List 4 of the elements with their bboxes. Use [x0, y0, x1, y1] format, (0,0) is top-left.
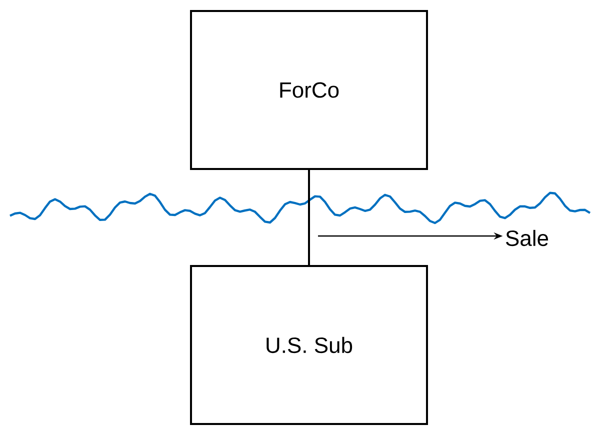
connector-line: [308, 170, 310, 265]
entity-box: ForCo: [190, 10, 428, 170]
sale-label: Sale: [506, 230, 548, 246]
entity-box: U.S. Sub: [190, 265, 428, 425]
